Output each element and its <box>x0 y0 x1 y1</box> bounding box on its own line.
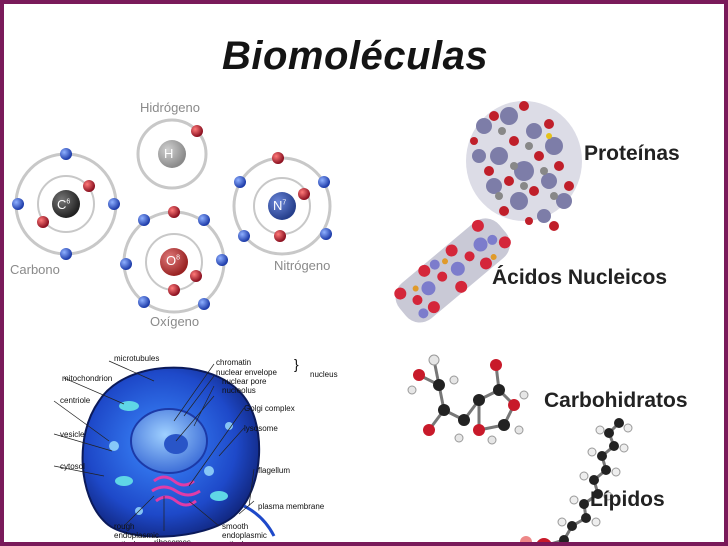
lipids-label: Lípidos <box>590 488 665 511</box>
cell-label-flagellum: flagellum <box>258 466 291 475</box>
nucleic-acid-model <box>394 218 511 323</box>
hydrogen-symbol: H <box>164 146 174 161</box>
proteins-label: Proteínas <box>584 142 680 165</box>
nitrogen-atom <box>232 152 332 256</box>
nitrogen-label: Nitrógeno <box>274 258 331 273</box>
nucleus-brace: } <box>294 356 299 372</box>
cell-label-ribosomes: ribosomes <box>154 538 191 546</box>
cell-label-vesicle: vesicle <box>60 430 85 439</box>
carbon-symbol: C6 <box>57 197 71 212</box>
nucleic-acids-label: Ácidos Nucleicos <box>492 266 668 289</box>
carbohydrates-label: Carbohidratos <box>544 389 688 412</box>
atom-diagram <box>12 118 332 314</box>
cell-label-nuclear-pore: nuclear pore <box>222 377 267 386</box>
cell-label-mitochondrion: mitochondrion <box>62 374 113 383</box>
cell-label-nucleus: nucleus <box>310 370 338 379</box>
hydrogen-atom <box>136 118 208 190</box>
cell-diagram <box>53 360 276 538</box>
carbohydrate-model <box>407 354 529 445</box>
cell-label-golgi: Golgi complex <box>244 404 295 413</box>
cell-label-centriole: centriole <box>60 396 91 405</box>
oxygen-label: Oxígeno <box>150 314 200 329</box>
nitrogen-symbol: N7 <box>273 198 287 213</box>
cell-label-plasma-membrane: plasma membrane <box>258 502 325 511</box>
carbon-label: Carbono <box>10 262 60 277</box>
cell-label-lysosome: lysosome <box>244 424 278 433</box>
hydrogen-label: Hidrógeno <box>140 100 200 115</box>
cell-label-cytosol: cytosol <box>60 462 85 471</box>
cell-label-chromatin: chromatin <box>216 358 252 367</box>
oxygen-symbol: O8 <box>166 253 181 268</box>
cell-label-nucleolus: nucleolus <box>222 386 256 395</box>
slide-title: Biomoléculas <box>222 34 489 78</box>
carbon-atom <box>12 148 120 260</box>
cell-label-microtubules: microtubules <box>114 354 160 363</box>
protein-model <box>466 101 582 231</box>
lipid-model <box>520 418 633 542</box>
oxygen-atom <box>120 206 228 314</box>
cell-label-nuclear-envelope: nuclear envelope <box>216 368 277 377</box>
